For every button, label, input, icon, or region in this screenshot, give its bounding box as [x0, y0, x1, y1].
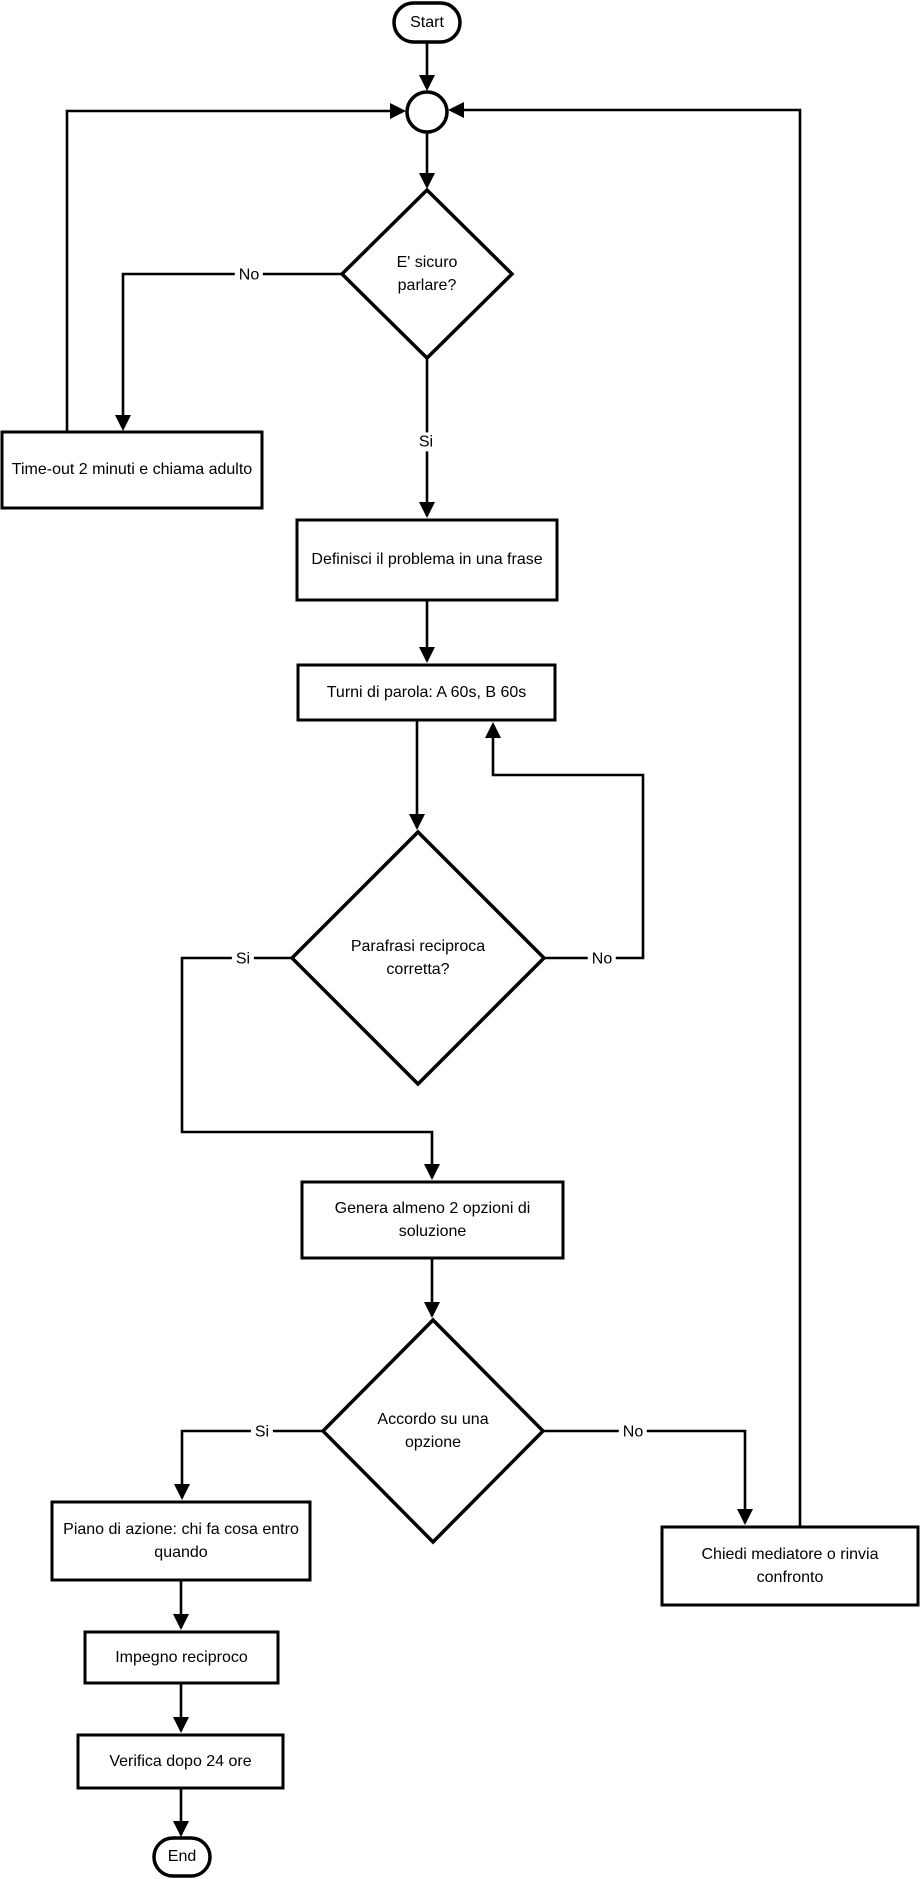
speaking-turns-node-shape: [296, 663, 557, 722]
arrowhead-commitment-verify: [173, 1717, 189, 1733]
edge-label-agreement-si: Si: [250, 1422, 274, 1442]
mediator-node-label: Chiedi mediatore o rinvia confronto: [701, 1545, 879, 1586]
start-node-shape: [392, 1, 462, 44]
action-plan-node-label: Piano di azione: chi fa cosa entro quand…: [63, 1520, 299, 1561]
arrowhead-timeout-junction: [390, 103, 406, 119]
edge-label-safe-no: No: [234, 265, 264, 285]
verify-node-shape: [76, 1733, 285, 1790]
commitment-node-label: Impegno reciproco: [115, 1648, 248, 1666]
edge-mediator-to-junction: [452, 108, 802, 1527]
arrowhead-define-turns: [419, 647, 435, 663]
arrowhead-plan-commitment: [173, 1614, 189, 1630]
decision-paraphrase-diamond: [289, 829, 547, 1087]
arrowhead-verify-end: [173, 1821, 189, 1837]
arrowhead-paraphrase-no: [485, 722, 501, 738]
edge-label-paraphrase-no: No: [587, 949, 617, 969]
edge-label-safe-si: Si: [414, 432, 438, 452]
action-plan-node-shape: [50, 1500, 312, 1582]
arrowhead-start-junction: [419, 75, 435, 91]
edge-safe-no: [121, 272, 342, 428]
mediator-node-shape: [660, 1525, 920, 1607]
generate-options-node-label: Genera almeno 2 opzioni di soluzione: [334, 1199, 531, 1240]
timeout-node-shape: [0, 430, 264, 510]
generate-options-node-shape: [300, 1180, 565, 1260]
arrowhead-safe-no: [115, 415, 131, 431]
start-node-label: Start: [410, 13, 444, 31]
define-problem-node-shape: [295, 518, 559, 602]
edge-agreement-no: [543, 1429, 747, 1523]
decision-agreement-diamond: [320, 1317, 546, 1545]
decision-paraphrase-label: Parafrasi reciproca corretta?: [350, 937, 486, 978]
timeout-node-label: Time-out 2 minuti e chiama adulto: [11, 461, 253, 479]
end-node-shape: [152, 1836, 212, 1878]
edge-label-paraphrase-si: Si: [231, 949, 255, 969]
edge-paraphrase-no: [491, 726, 645, 960]
decision-safe-diamond: [339, 187, 515, 361]
verify-node-label: Verifica dopo 24 ore: [109, 1752, 252, 1770]
arrowhead-options-agreement: [424, 1302, 440, 1318]
define-problem-node-label: Definisci il problema in una frase: [311, 551, 543, 569]
commitment-node-shape: [83, 1630, 280, 1685]
edge-label-agreement-no: No: [618, 1422, 648, 1442]
arrowhead-mediator-junction: [448, 102, 464, 118]
edge-paraphrase-si: [180, 956, 434, 1178]
end-node-label: End: [167, 1848, 197, 1866]
edge-agreement-si: [180, 1429, 323, 1498]
decision-agreement-label: Accordo su una opzione: [377, 1410, 489, 1451]
arrowhead-junction-decision-safe: [419, 173, 435, 189]
arrowhead-agreement-si: [174, 1484, 190, 1500]
arrowhead-turns-paraphrase: [409, 814, 425, 830]
edge-timeout-to-junction: [65, 109, 402, 432]
arrowhead-agreement-no: [737, 1509, 753, 1525]
arrowhead-safe-si: [419, 502, 435, 518]
speaking-turns-node-label: Turni di parola: A 60s, B 60s: [326, 683, 527, 701]
junction-circle: [405, 90, 449, 134]
decision-safe-label: E' sicuro parlare?: [396, 253, 458, 294]
arrowhead-paraphrase-si: [424, 1164, 440, 1180]
